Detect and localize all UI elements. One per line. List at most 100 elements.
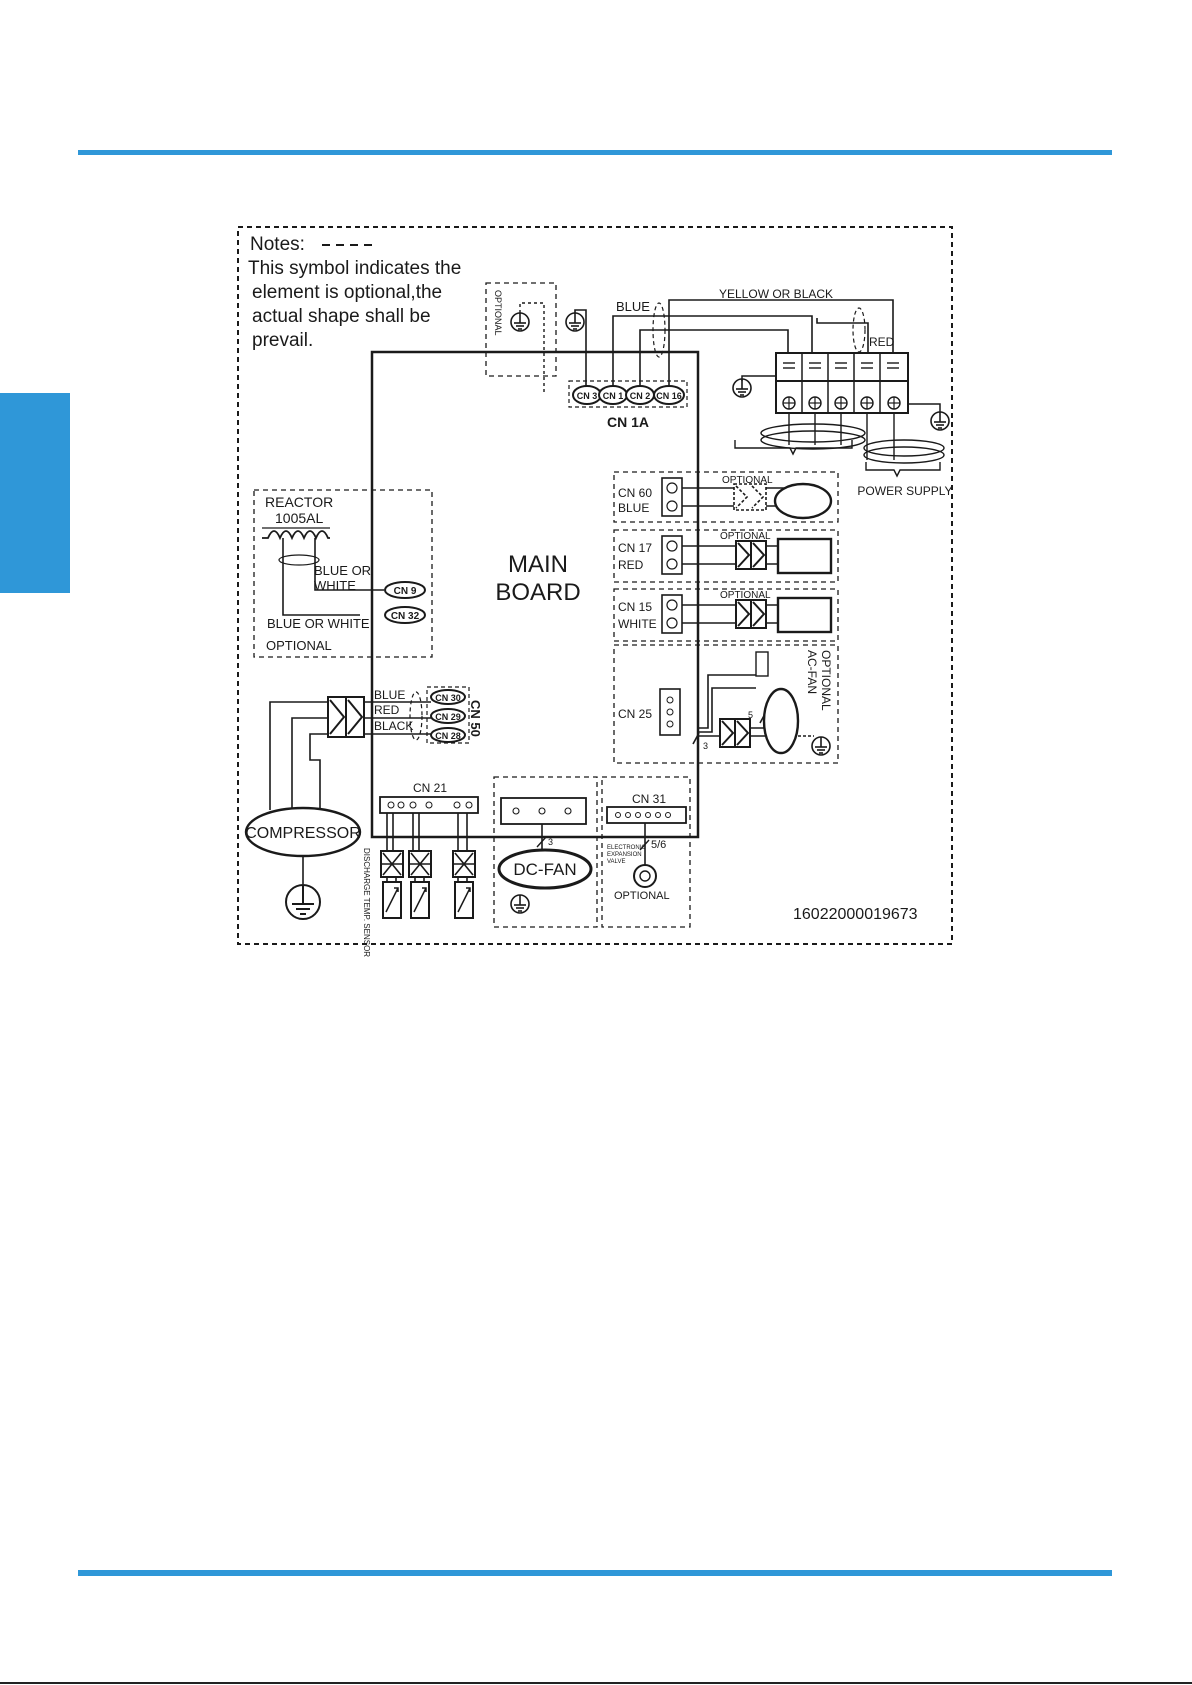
- cn60-color: BLUE: [618, 501, 649, 515]
- part-number: 16022000019673: [793, 906, 918, 923]
- reactor-title: REACTOR: [265, 494, 333, 510]
- cn17-color: RED: [618, 558, 644, 572]
- cn21-name: CN 21: [413, 781, 447, 795]
- cn17-wires: [682, 545, 778, 565]
- ac-fan-motor: [762, 687, 800, 755]
- cn28-label: CN 28: [435, 731, 461, 741]
- cn31-box: [601, 776, 691, 928]
- cn1a-connectors: CN 3 CN 1 CN 2 CN 16: [572, 385, 685, 405]
- dc-fan-label: DC-FAN: [513, 860, 576, 879]
- dc-fan-slash: [536, 836, 547, 848]
- power-wires: [612, 299, 894, 386]
- page-bottom-edge: [0, 1682, 1192, 1684]
- notes-line-4: prevail.: [252, 330, 313, 351]
- cn32-label: CN 32: [391, 611, 420, 622]
- cn15-load: [776, 596, 833, 634]
- cn60-optional: OPTIONAL: [722, 475, 773, 486]
- cn21-pins: [387, 801, 473, 809]
- ground-wire: [908, 403, 941, 412]
- sensor-connectors: [380, 850, 476, 878]
- ground-icon: [930, 411, 950, 431]
- pin: [666, 500, 678, 512]
- cn16-label: CN 16: [656, 391, 682, 401]
- ground-wire: [574, 309, 587, 392]
- cn1a-label: CN 1A: [607, 414, 649, 430]
- notes-line-3: actual shape shall be: [252, 306, 431, 327]
- compressor-wire-red: RED: [374, 703, 400, 717]
- eev-slash: [639, 839, 650, 851]
- reactor-wires: [282, 538, 384, 616]
- wire-blue-label: BLUE: [616, 299, 650, 314]
- thermistor-icon: [454, 881, 474, 919]
- reactor-optional: OPTIONAL: [266, 638, 332, 653]
- cn29-label: CN 29: [435, 712, 461, 722]
- cn60-box: [613, 471, 839, 523]
- cn60-relay: [733, 483, 767, 511]
- cn31-pins: [615, 812, 671, 818]
- compressor-relay: [327, 696, 365, 738]
- cn25-pin5: 5: [748, 710, 753, 720]
- main-board-outline: [370, 350, 700, 839]
- cn3-label: CN 3: [577, 391, 598, 401]
- main-board-label-2: BOARD: [495, 579, 580, 606]
- cn25-pin3: 3: [703, 741, 708, 751]
- cn15-name: CN 15: [618, 600, 652, 614]
- cn9-label: CN 9: [394, 586, 417, 597]
- diagram-frame: [237, 226, 953, 945]
- cn50-label: CN 50: [468, 700, 483, 737]
- cn15-wires: [682, 604, 778, 624]
- cn1-label: CN 1: [603, 391, 624, 401]
- ground-icon: [510, 312, 530, 332]
- pin: [666, 696, 674, 704]
- eev-label-2: EXPANSION: [607, 852, 642, 858]
- eev-label-3: VALVE: [607, 859, 625, 865]
- compressor-wire-black: BLACK: [374, 719, 413, 733]
- reactor-wire2: BLUE OR WHITE: [267, 616, 370, 631]
- pin: [666, 720, 674, 728]
- pin: [666, 540, 678, 552]
- cn25-side-2: AC-FAN: [805, 650, 819, 694]
- cn60-load: [773, 482, 833, 520]
- reactor-ferrite: [278, 554, 320, 566]
- terminal-block: [775, 352, 909, 414]
- eev-pins: 5/6: [651, 839, 666, 851]
- cn15-relay: [735, 599, 767, 629]
- notes-line-1: This symbol indicates the: [248, 258, 461, 279]
- wire-red-label: RED: [869, 335, 895, 349]
- pin: [666, 599, 678, 611]
- chapter-side-tab: [0, 393, 70, 593]
- main-board-label-1: MAIN: [508, 551, 568, 578]
- cn15-optional: OPTIONAL: [720, 590, 771, 601]
- cn9-connector: [384, 581, 426, 599]
- ground-icon: [510, 894, 530, 914]
- pin: [666, 482, 678, 494]
- pin: [666, 558, 678, 570]
- notes-line-2: element is optional,the: [252, 282, 442, 303]
- cn60-wires: [682, 487, 790, 507]
- eev-label-1: ELECTRONIC: [607, 845, 646, 851]
- cn17-relay: [735, 540, 767, 570]
- ground-icon: [285, 884, 321, 920]
- cn17-name: CN 17: [618, 541, 652, 555]
- optional-ground-label: OPTIONAL: [493, 290, 503, 336]
- footer-rule: [78, 1570, 1112, 1576]
- optional-ferrite: [409, 691, 423, 741]
- cn17-load: [776, 537, 833, 575]
- cn25-name: CN 25: [618, 707, 652, 721]
- ground-icon: [732, 378, 752, 398]
- cn50-connectors: CN 30 CN 29 CN 28: [430, 689, 466, 743]
- optional-ground-wire: [519, 302, 545, 392]
- optional-ferrite: [852, 307, 866, 353]
- cable-bundles: [734, 413, 945, 478]
- reactor-wire1b: WHITE: [314, 578, 356, 593]
- thermistor-icon: [410, 881, 430, 919]
- notes-title: Notes:: [250, 234, 305, 255]
- power-supply-label: POWER SUPPLY: [857, 484, 952, 498]
- cn17-optional: OPTIONAL: [720, 531, 771, 542]
- eev-valve-core: [639, 870, 651, 882]
- dc-fan-motor: [497, 848, 593, 890]
- pin: [666, 617, 678, 629]
- discharge-sensor-label: DISCHARGE TEMP. SENSOR: [362, 848, 371, 957]
- dc-fan-pins: [512, 807, 572, 815]
